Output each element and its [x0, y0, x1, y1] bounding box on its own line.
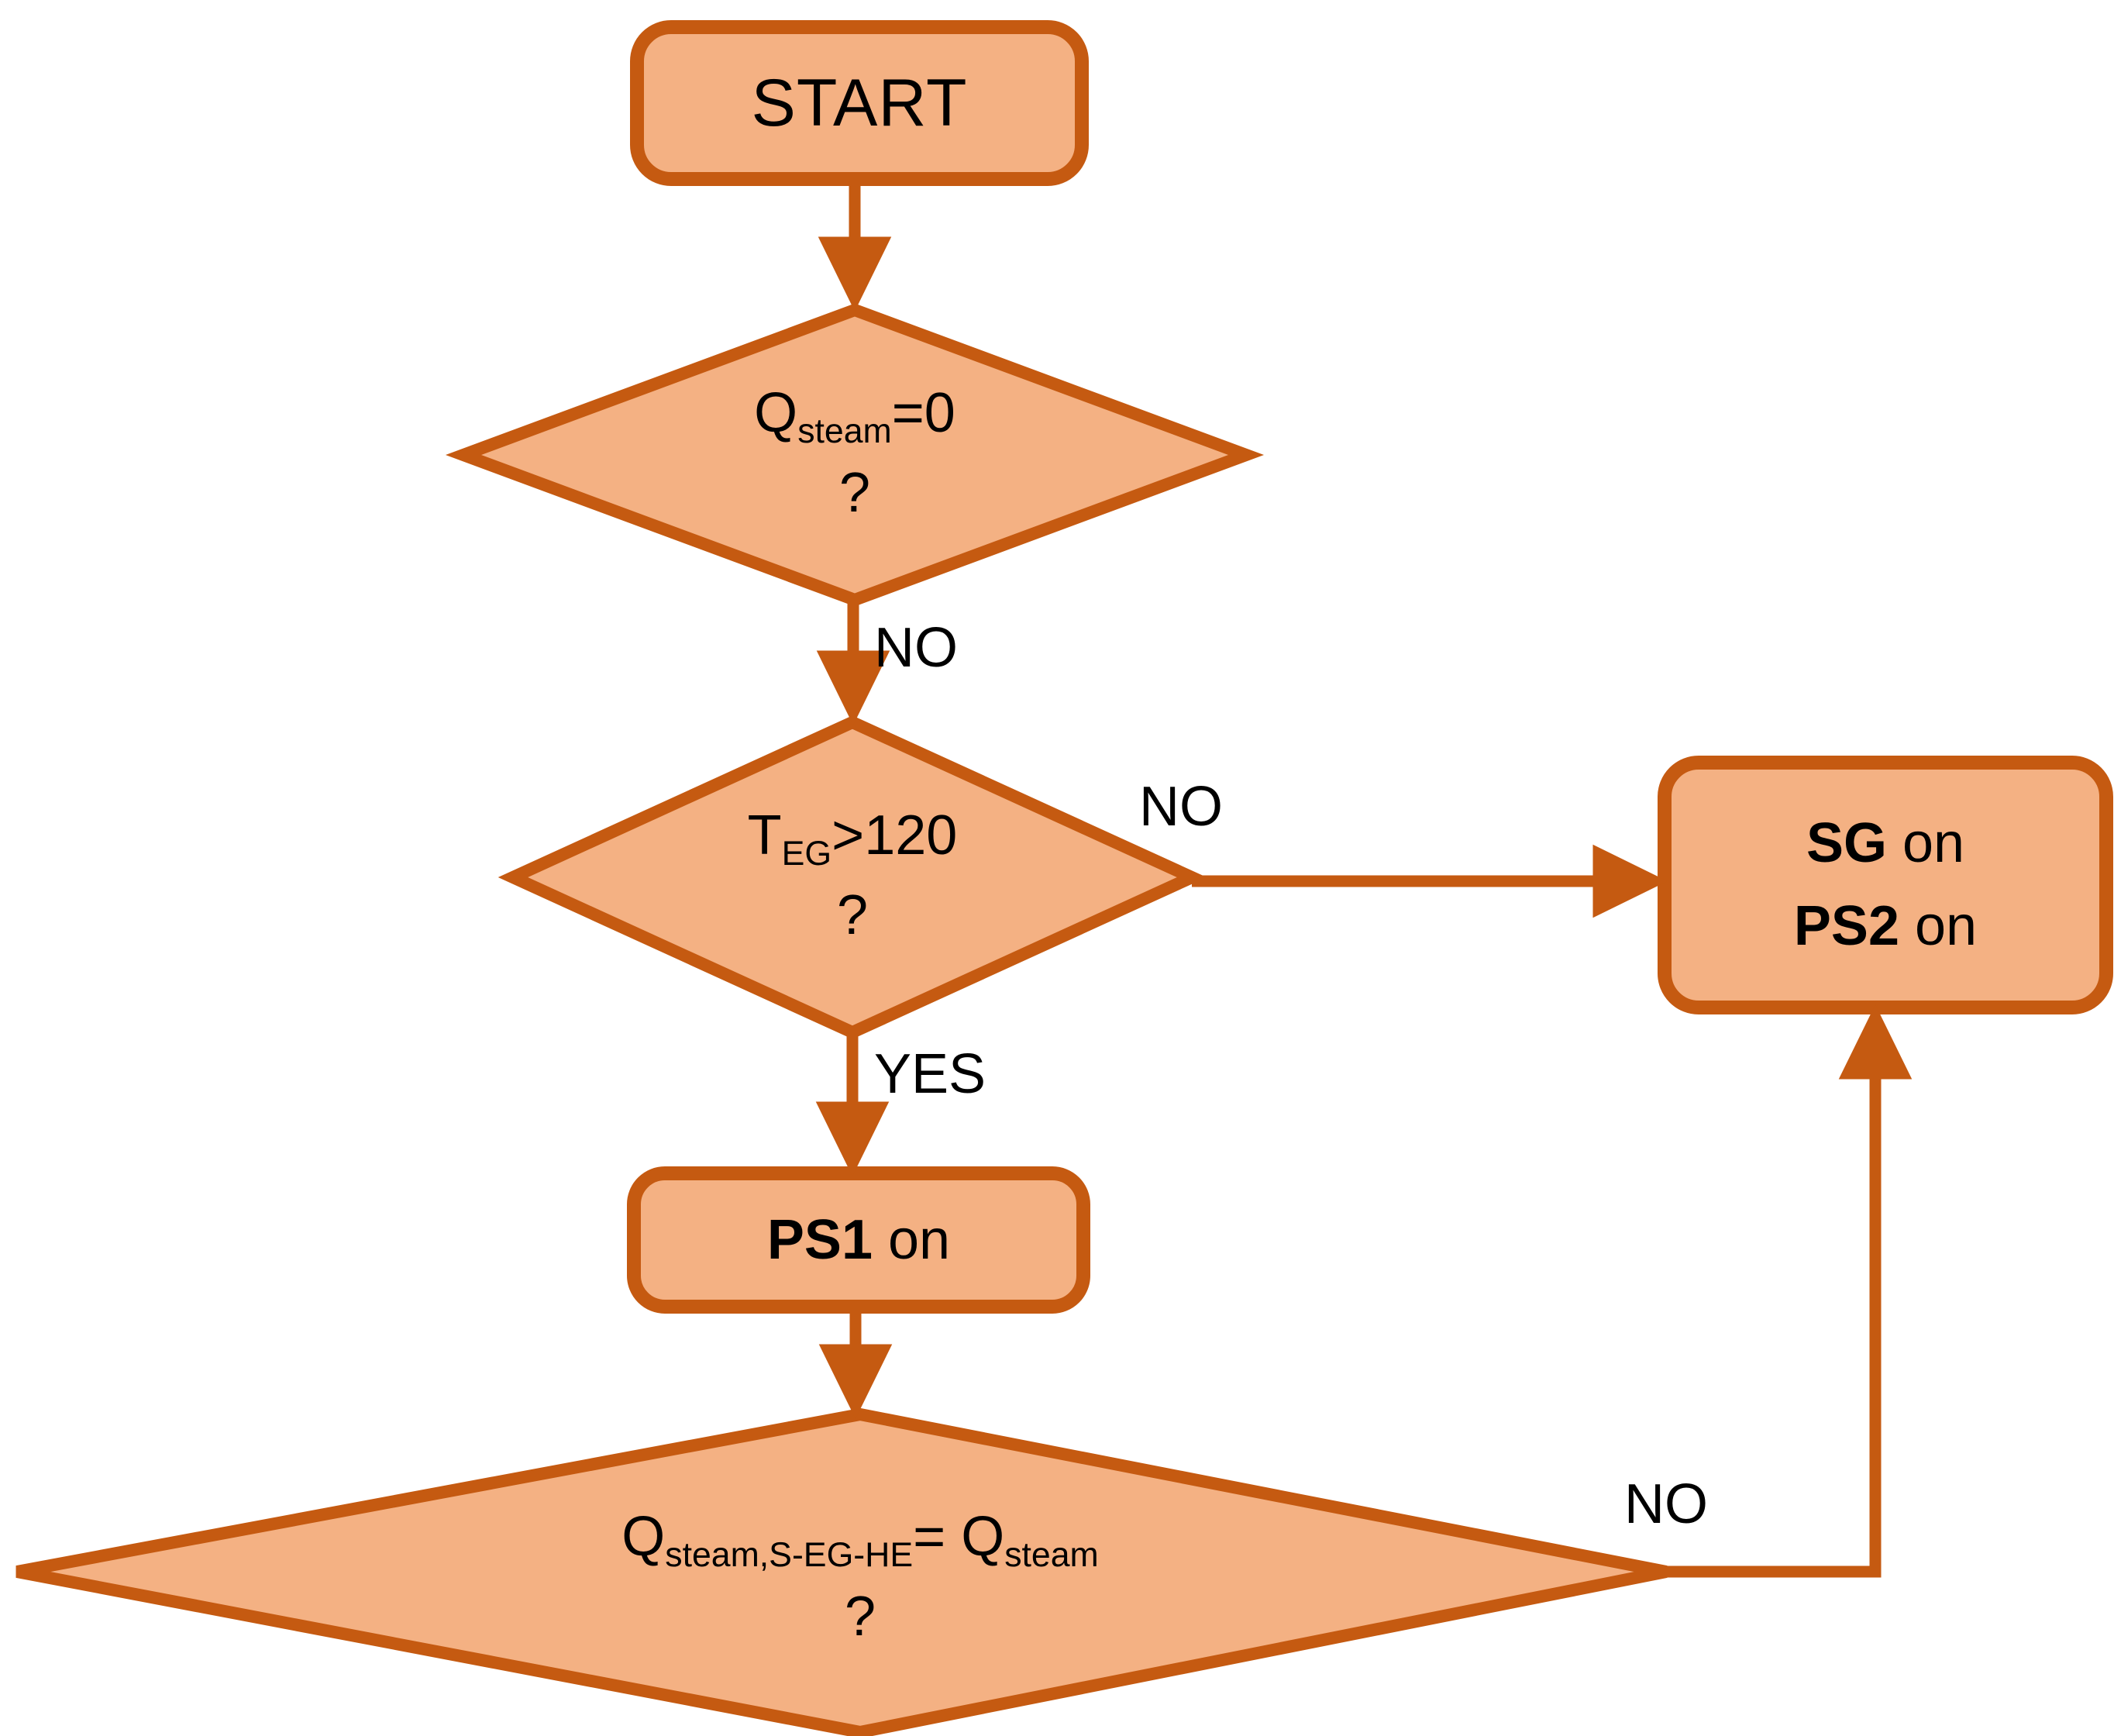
edge-qsteam-match-to-sg-ps2	[1666, 1004, 1913, 1578]
node-process-sg-ps2-shape[interactable]	[1658, 756, 2113, 1014]
node-process-ps1-shape[interactable]	[627, 1166, 1090, 1314]
node-decision-qsteam-match-shape[interactable]	[15, 1407, 1668, 1736]
node-decision-teg-shape[interactable]	[498, 715, 1207, 1039]
node-start-shape[interactable]	[630, 20, 1089, 186]
node-decision-qsteam-shape[interactable]	[445, 303, 1265, 607]
